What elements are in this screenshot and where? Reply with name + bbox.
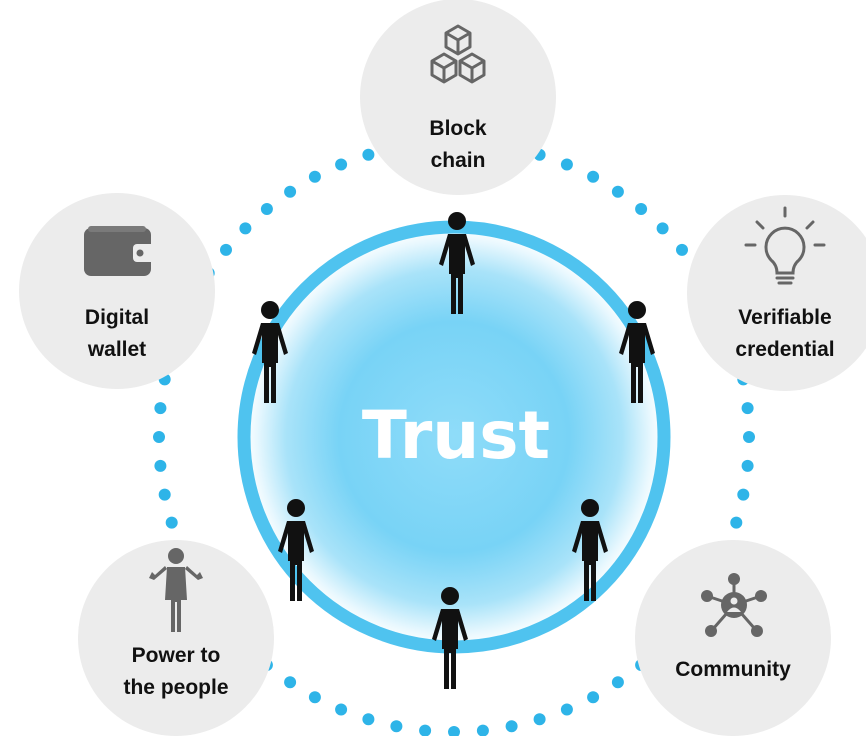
orbit-dot xyxy=(260,203,273,215)
people-group xyxy=(252,212,655,689)
orbit-dot xyxy=(560,158,573,171)
credential-label-line1: Verifiable xyxy=(738,306,831,329)
orbit-dot xyxy=(239,222,252,235)
person-shrug-icon xyxy=(149,548,203,632)
orbit-dot xyxy=(743,431,755,443)
orbit-dot xyxy=(308,691,321,704)
orbit-dot xyxy=(560,703,573,716)
orbit-dot xyxy=(335,703,348,716)
node-blockchain: Block chain xyxy=(360,0,556,195)
wallet-label-line1: Digital xyxy=(85,306,149,329)
person-icon xyxy=(432,587,468,689)
orbit-dot xyxy=(284,676,297,689)
power-label-line2: the people xyxy=(123,676,228,699)
node-verifiable-credential: Verifiable credential xyxy=(687,195,866,391)
power-label-line1: Power to xyxy=(132,644,221,667)
orbit-dot xyxy=(158,488,171,501)
orbit-dot xyxy=(587,170,600,183)
orbit-dot xyxy=(476,724,489,736)
orbit-dot xyxy=(362,713,375,726)
blockchain-icon xyxy=(430,24,486,84)
person-icon xyxy=(278,499,314,601)
orbit-dot xyxy=(737,488,750,501)
person-icon xyxy=(572,499,608,601)
person-icon xyxy=(252,301,288,403)
person-icon xyxy=(619,301,655,403)
blockchain-label-line1: Block xyxy=(429,117,487,140)
wallet-label-line2: wallet xyxy=(87,338,146,361)
credential-label-line2: credential xyxy=(735,338,834,361)
orbit-dot xyxy=(165,516,178,529)
orbit-dot xyxy=(635,203,648,215)
wallet-icon xyxy=(84,226,155,276)
blockchain-label-line2: chain xyxy=(431,149,486,172)
orbit-dot xyxy=(448,726,460,736)
orbit-dot xyxy=(730,516,743,529)
orbit-dot xyxy=(676,243,688,256)
orbit-dot xyxy=(533,713,546,726)
orbit-dot xyxy=(587,691,600,704)
orbit-dot xyxy=(390,720,403,733)
orbit-dot xyxy=(741,402,754,415)
orbit-dot xyxy=(220,243,232,256)
node-digital-wallet: Digital wallet xyxy=(19,193,215,389)
orbit-dot xyxy=(505,720,518,733)
person-icon xyxy=(439,212,475,314)
node-community: Community xyxy=(635,540,831,736)
orbit-dot xyxy=(611,185,624,198)
center-label-trust: Trust xyxy=(362,397,550,474)
orbit-dot xyxy=(611,676,624,689)
orbit-dot xyxy=(656,222,669,235)
community-label: Community xyxy=(675,658,791,681)
orbit-dot xyxy=(154,402,167,415)
community-network-icon xyxy=(701,573,767,637)
orbit-dot xyxy=(284,185,297,198)
node-power-to-people: Power to the people xyxy=(78,540,274,736)
orbit-dot xyxy=(154,459,167,472)
orbit-dot xyxy=(419,724,432,736)
orbit-dot xyxy=(362,148,375,161)
orbit-dot xyxy=(153,431,165,443)
orbit-dot xyxy=(335,158,348,171)
orbit-dot xyxy=(741,459,754,472)
orbit-dot xyxy=(308,170,321,183)
lightbulb-icon xyxy=(744,206,826,285)
